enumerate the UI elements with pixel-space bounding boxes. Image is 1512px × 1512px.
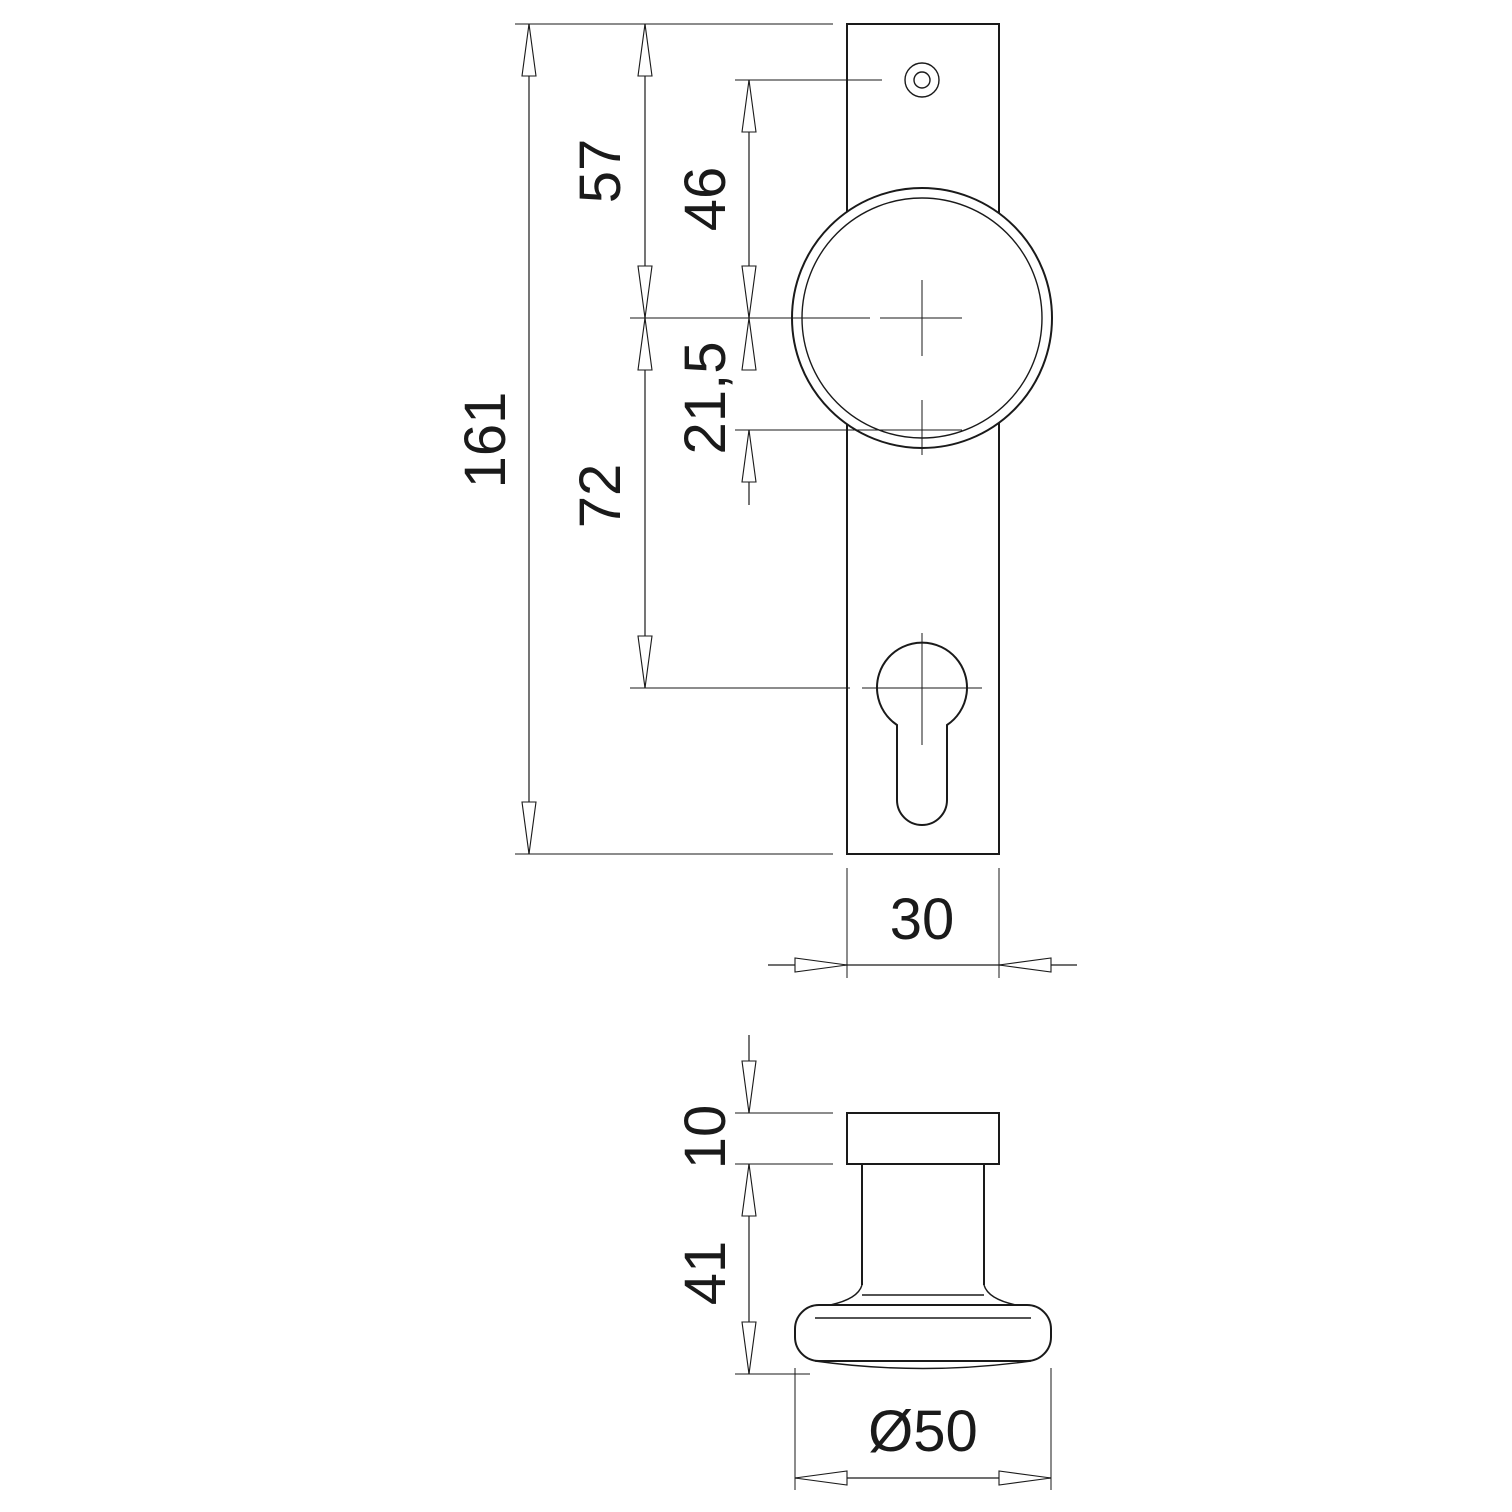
side-rose (846, 1112, 1000, 1165)
arrow-46-top (741, 79, 757, 133)
dim-label-161: 161 (453, 392, 518, 489)
knob-center-mark (880, 280, 962, 455)
arrow-72-bottom (637, 635, 653, 689)
side-extension-lines (735, 1112, 1052, 1490)
arrow-161-top (521, 23, 537, 77)
side-arrowheads (741, 1060, 1052, 1486)
screw-hole (904, 62, 940, 98)
front-extension-lines (515, 23, 1000, 978)
front-arrowheads (521, 23, 1052, 973)
side-neck (829, 1164, 1017, 1306)
side-view: 10 41 Ø50 (673, 1035, 1052, 1490)
side-knob-head (794, 1304, 1052, 1370)
dim-label-41: 41 (673, 1241, 738, 1306)
arrow-30-right (998, 957, 1052, 973)
dim-label-10: 10 (673, 1105, 738, 1170)
dim-label-21-5: 21,5 (673, 342, 738, 455)
dim-label-57: 57 (568, 139, 633, 204)
dim-label-72: 72 (568, 464, 633, 529)
arrow-30-left (794, 957, 848, 973)
arrow-161-bottom (521, 801, 537, 855)
dim-label-46: 46 (673, 167, 738, 232)
arrow-10-top (741, 1060, 757, 1114)
arrow-57-top (637, 23, 653, 77)
arrow-46-bottom (741, 265, 757, 319)
cylinder-center-mark (862, 633, 982, 745)
arrow-41-bottom (741, 1321, 757, 1375)
arrow-21-5-top (741, 317, 757, 371)
arrow-21-5-bottom (741, 429, 757, 483)
dim-label-diameter-50: Ø50 (868, 1399, 978, 1464)
arrow-50-right (998, 1470, 1052, 1486)
arrow-72-top (637, 317, 653, 371)
arrow-50-left (794, 1470, 848, 1486)
arrow-10-bottom (741, 1163, 757, 1217)
dim-label-30: 30 (890, 887, 955, 952)
front-view: 161 57 72 46 21,5 30 (453, 23, 1077, 978)
arrow-57-bottom (637, 265, 653, 319)
